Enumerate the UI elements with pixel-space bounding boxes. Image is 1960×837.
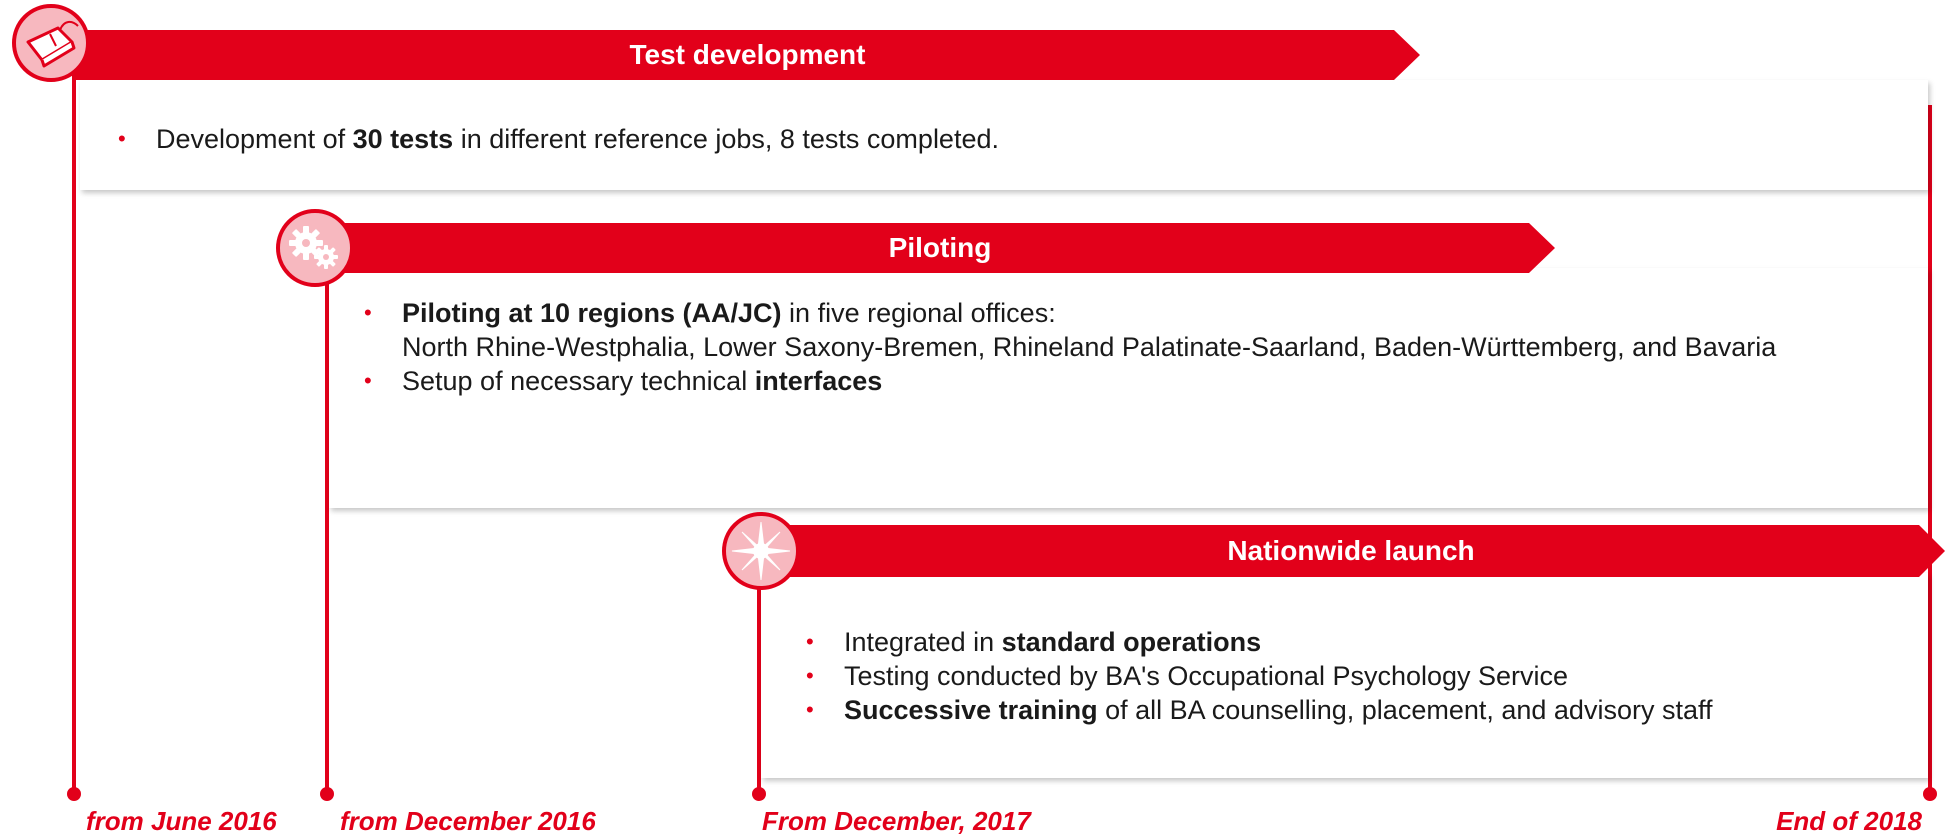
nationwide-launch-bullets: Integrated in standard operationsTesting… (806, 625, 1906, 727)
bullet-item: Successive training of all BA counsellin… (806, 693, 1906, 727)
bullet-item: Piloting at 10 regions (AA/JC) in five r… (364, 296, 1884, 364)
phase-icon-nationwide-launch (722, 512, 800, 590)
timeline-label-end-2018: End of 2018 (1776, 806, 1922, 836)
timeline-dot-december-2017 (752, 787, 766, 801)
timeline-line-december-2016 (325, 262, 329, 794)
bullet-text-bold: interfaces (754, 366, 883, 396)
phase-icon-test-development (12, 4, 90, 82)
timeline-line-end-2018 (1928, 105, 1932, 794)
test-development-title: Test development (75, 30, 1420, 80)
timeline-label-december-2016: from December 2016 (340, 806, 596, 836)
bullet-item: Setup of necessary technical interfaces (364, 364, 1884, 398)
bullet-text: of all BA counselling, placement, and ad… (1097, 695, 1713, 725)
bullet-text: Integrated in (844, 627, 1002, 657)
bullet-text-bold: Successive training (844, 695, 1098, 725)
bullet-text: Testing conducted by BA's Occupational P… (844, 661, 1569, 691)
nationwide-launch-panel: Integrated in standard operationsTesting… (761, 573, 1928, 778)
test-development-panel: Development of 30 tests in different ref… (80, 80, 1928, 190)
phase-icon-piloting (276, 209, 354, 287)
nationwide-launch-title: Nationwide launch (757, 525, 1945, 577)
piloting-title: Piloting (325, 223, 1555, 273)
bullet-item: Testing conducted by BA's Occupational P… (806, 659, 1906, 693)
timeline-dot-december-2016 (320, 787, 334, 801)
compass-rose-icon (731, 521, 791, 581)
timeline-label-june-2016: from June 2016 (86, 806, 277, 836)
bullet-item: Integrated in standard operations (806, 625, 1906, 659)
timeline-dot-june-2016 (67, 787, 81, 801)
piloting-bullets: Piloting at 10 regions (AA/JC) in five r… (364, 296, 1884, 398)
timeline-line-december-2017 (757, 565, 761, 794)
timeline-line-june-2016 (72, 62, 76, 794)
bullet-text-bold: Piloting at 10 regions (AA/JC) (402, 298, 782, 328)
gears-icon (289, 226, 338, 269)
timeline-label-december-2017: From December, 2017 (762, 806, 1031, 836)
bullet-text: in different reference jobs, 8 tests com… (453, 124, 999, 154)
bullet-text: North Rhine-Westphalia, Lower Saxony-Bre… (402, 332, 1777, 362)
timeline-dot-end-2018 (1923, 787, 1937, 801)
piloting-panel: Piloting at 10 regions (AA/JC) in five r… (329, 268, 1928, 508)
bullet-text-bold: 30 tests (352, 124, 454, 154)
bullet-text: Development of (156, 124, 353, 154)
bullet-text-bold: standard operations (1001, 627, 1262, 657)
bullet-text: in five regional offices: (781, 298, 1056, 328)
bullet-item: Development of 30 tests in different ref… (118, 122, 1818, 156)
mouse-icon (26, 20, 79, 68)
test-development-bullets: Development of 30 tests in different ref… (118, 122, 1818, 156)
bullet-text: Setup of necessary technical (402, 366, 755, 396)
